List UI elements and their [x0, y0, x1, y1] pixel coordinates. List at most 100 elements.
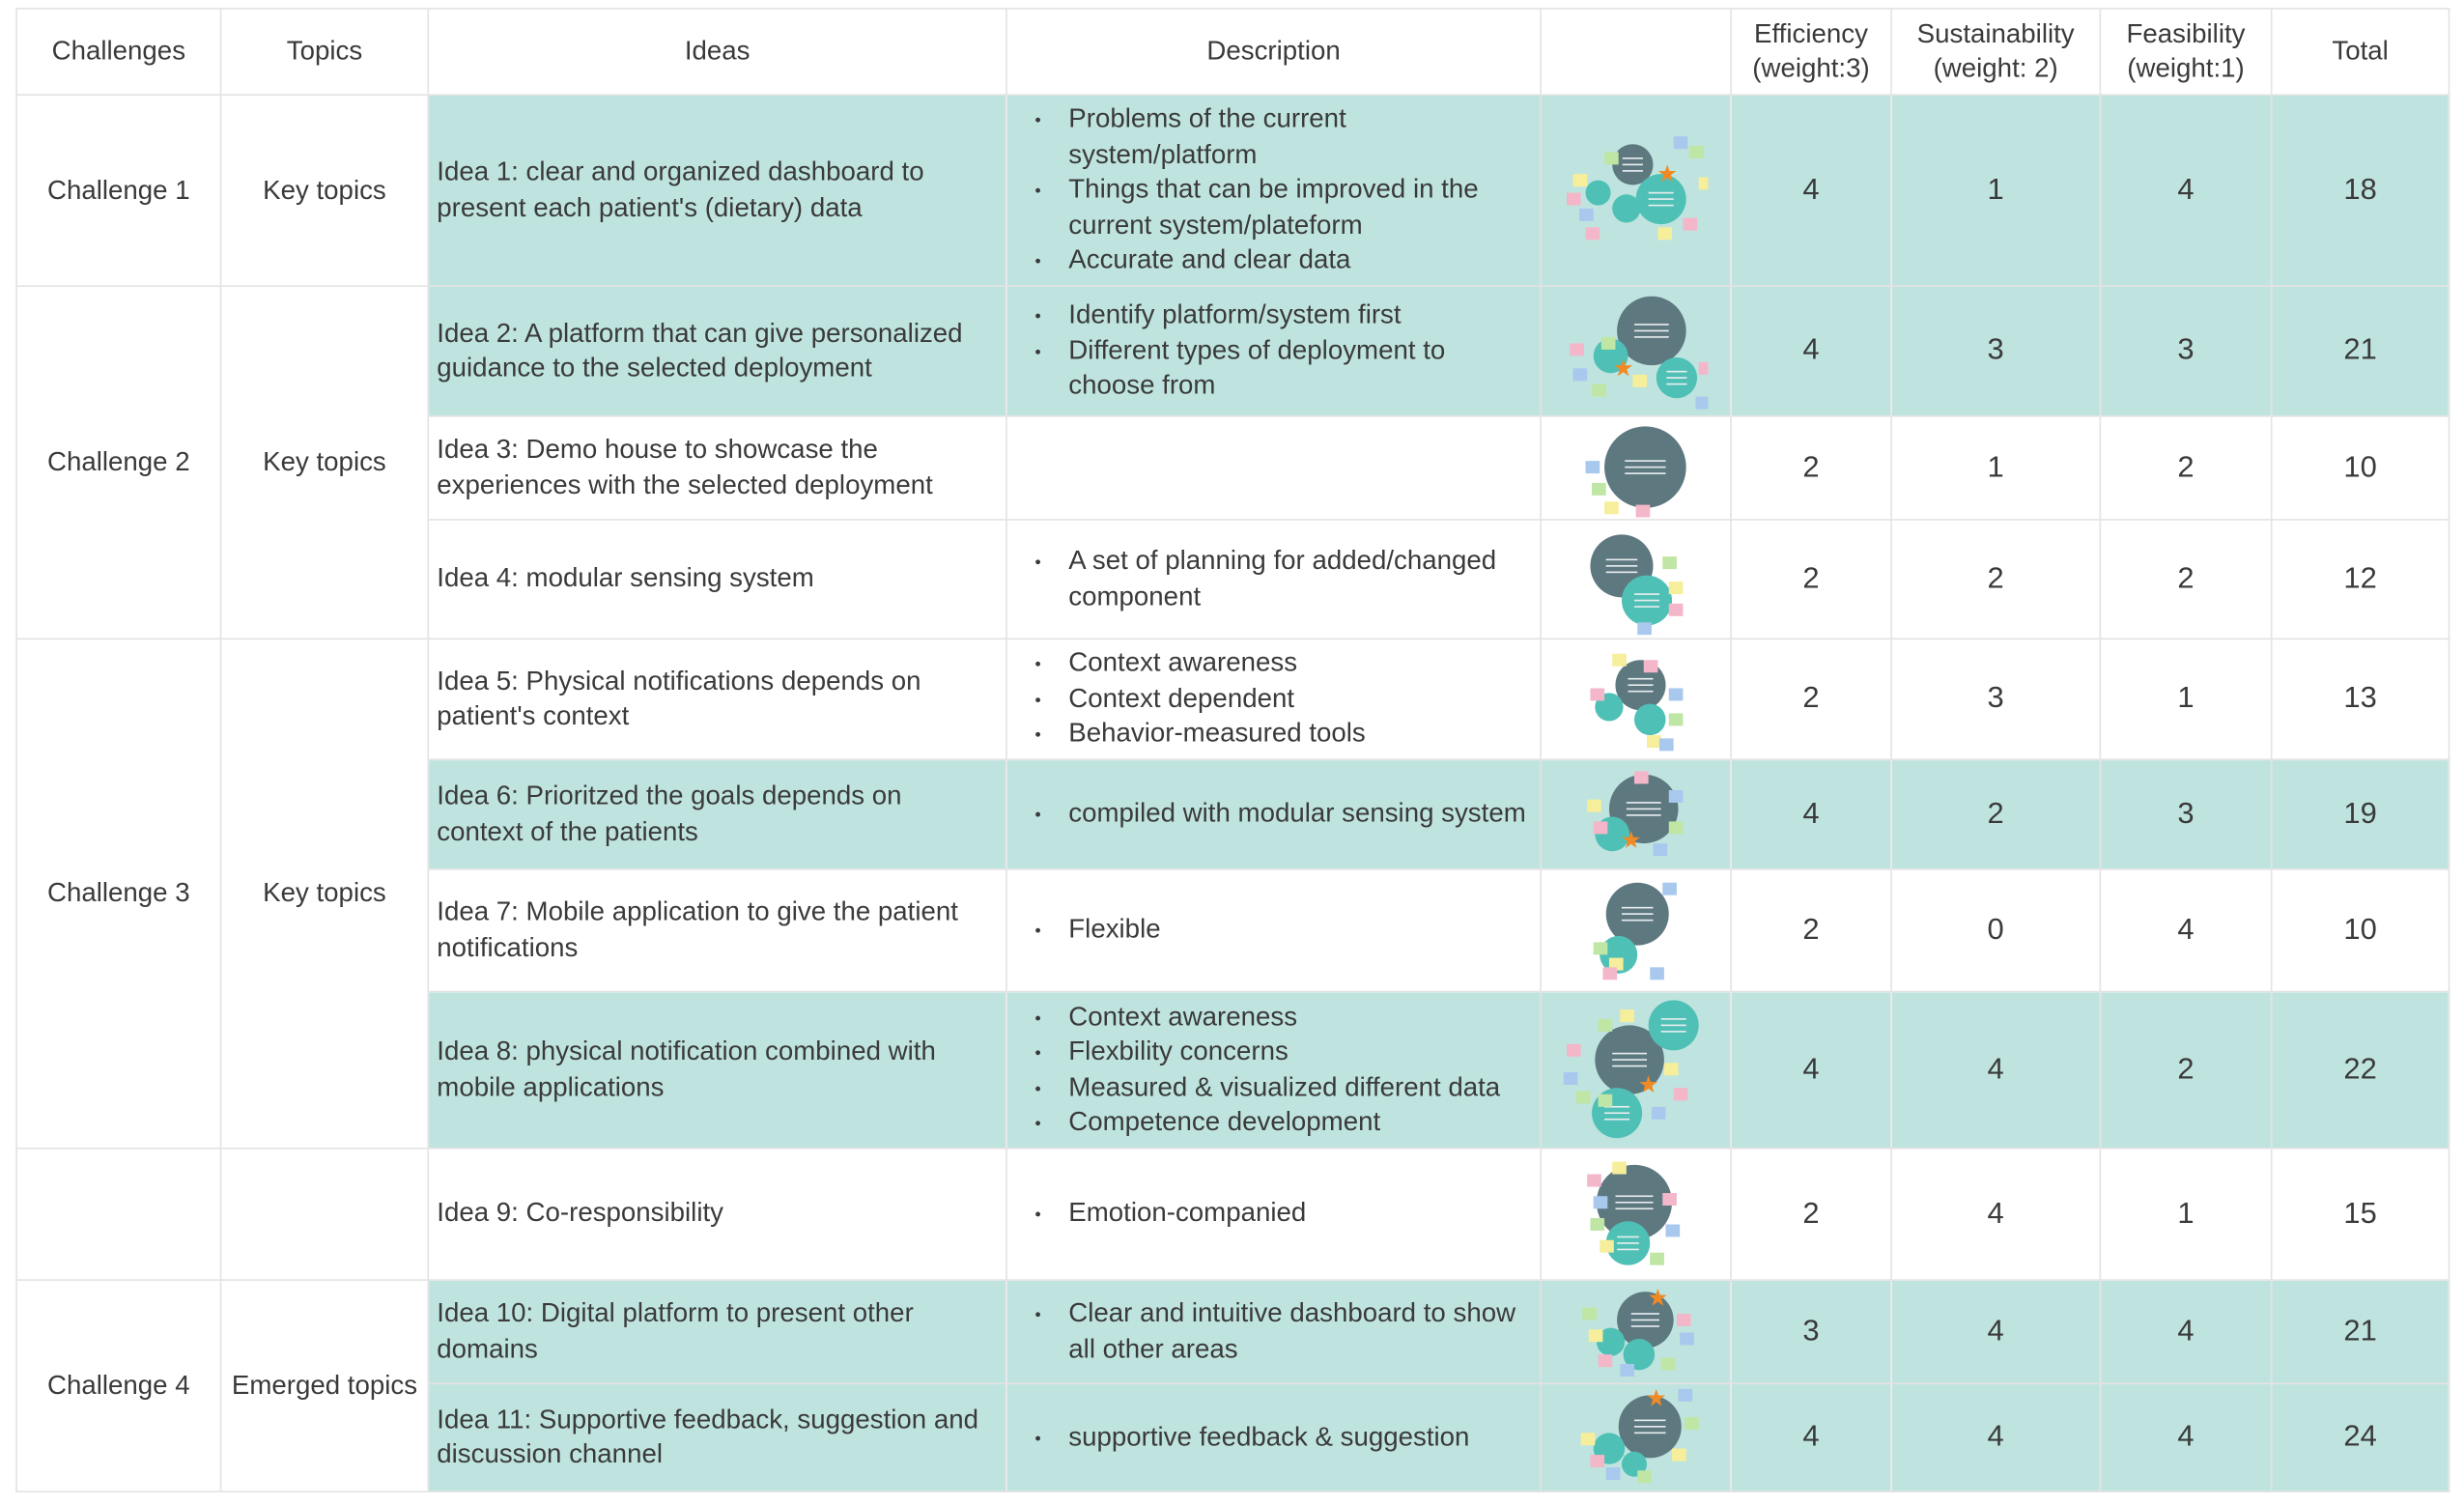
mindmap-text-line [1617, 1247, 1639, 1250]
thumbnail-cell [1540, 519, 1732, 640]
description-cell: Emotion-companied [1005, 1147, 1542, 1281]
challenge-cell: Challenge 1 [15, 94, 222, 287]
mindmap-text-line [1660, 1017, 1686, 1019]
efficiency-score: 2 [1730, 1147, 1892, 1281]
sticky-note [1567, 191, 1581, 205]
header-challenges: Challenges [15, 8, 222, 96]
header-description: Description [1005, 8, 1542, 96]
efficiency-score: 4 [1730, 758, 1892, 870]
description-item: Accurate and clear data [1035, 243, 1530, 279]
sticky-note [1588, 1328, 1603, 1342]
header-row: Challenges Topics Ideas Description Effi… [15, 8, 2450, 96]
sticky-note [1582, 1306, 1597, 1320]
mindmap-bubble [1623, 1338, 1656, 1370]
idea-mindmap-thumbnail [1585, 425, 1686, 517]
table-row: Idea 11: Supportive feedback, suggestion… [16, 1382, 2450, 1493]
mindmap-text-line [1622, 162, 1643, 165]
description-list: Flexible [1020, 913, 1531, 949]
sticky-note [1585, 226, 1600, 240]
idea-cell: Idea 11: Supportive feedback, suggestion… [427, 1382, 1007, 1493]
efficiency-score: 2 [1730, 415, 1892, 521]
sticky-note [1651, 1105, 1666, 1119]
sticky-note [1593, 941, 1608, 954]
sticky-note [1590, 1217, 1605, 1231]
sticky-note [1650, 1251, 1664, 1264]
header-efficiency: Efficiency(weight:3) [1730, 8, 1892, 96]
sticky-note [1695, 396, 1709, 410]
mindmap-text-line [1633, 324, 1669, 326]
sustainability-score: 0 [1890, 868, 2102, 993]
mindmap-text-line [1626, 801, 1661, 803]
total-score: 22 [2270, 990, 2450, 1150]
mindmap-text-line [1628, 677, 1654, 680]
description-item: Context awareness [1035, 646, 1530, 682]
feasibility-score: 1 [2099, 1147, 2273, 1281]
mindmap-text-line [1630, 1324, 1660, 1326]
efficiency-score: 2 [1730, 519, 1892, 640]
mindmap-text-line [1630, 1312, 1660, 1314]
idea-cell: Idea 6: Prioritzed the goals depends on … [427, 758, 1007, 870]
sticky-note [1585, 460, 1600, 473]
table-row: Idea 7: Mobile application to give the p… [16, 868, 2450, 993]
challenge-cell [15, 1147, 222, 1281]
description-item: Emotion-companied [1035, 1197, 1530, 1233]
sticky-note [1592, 482, 1606, 496]
mindmap-text-line [1612, 1051, 1647, 1054]
sustainability-score: 1 [1890, 415, 2102, 521]
sustainability-score: 4 [1890, 1382, 2102, 1493]
sticky-note [1668, 820, 1684, 834]
mindmap-bubble [1585, 179, 1611, 205]
sticky-note [1579, 208, 1594, 221]
topic-cell: Key topics [219, 638, 430, 1150]
sticky-note [1587, 1173, 1601, 1186]
sticky-note [1570, 343, 1584, 356]
description-cell: Clear and intuitive dashboard to show al… [1005, 1279, 1542, 1385]
sticky-note [1632, 374, 1647, 387]
table-row: Idea 3: Demo house to showcase the exper… [16, 415, 2450, 521]
star-icon [1657, 163, 1677, 182]
star-icon [1647, 1388, 1666, 1406]
sticky-note [1672, 1448, 1686, 1462]
sticky-note [1668, 581, 1684, 594]
sticky-note [1660, 1356, 1676, 1370]
description-item: Things that can be improved in the curre… [1035, 173, 1530, 243]
sticky-note [1604, 500, 1619, 514]
feasibility-score: 4 [2099, 868, 2273, 993]
sticky-note [1668, 603, 1684, 615]
topic-cell [219, 1147, 430, 1281]
description-item: A set of planning for added/changed comp… [1035, 544, 1530, 614]
sticky-note [1653, 842, 1668, 856]
sticky-note [1605, 1467, 1621, 1481]
efficiency-score: 4 [1730, 990, 1892, 1150]
total-score: 18 [2270, 94, 2450, 287]
header-sustainability: Sustainability(weight: 2) [1890, 8, 2102, 96]
mindmap-text-line [1660, 1023, 1686, 1026]
efficiency-score: 3 [1730, 1279, 1892, 1385]
mindmap-text-line [1617, 1235, 1639, 1237]
sustainability-score: 3 [1890, 638, 2102, 761]
idea-cell: Idea 3: Demo house to showcase the exper… [427, 415, 1007, 521]
challenge-cell: Challenge 4 [15, 1279, 222, 1493]
feasibility-score: 3 [2099, 758, 2273, 870]
description-item: Measured & visualized different data [1035, 1070, 1530, 1106]
sticky-note [1646, 735, 1661, 749]
feasibility-score: 4 [2099, 94, 2273, 287]
feasibility-score: 2 [2099, 415, 2273, 521]
thumbnail-cell [1540, 94, 1732, 287]
sticky-note [1688, 145, 1704, 158]
sustainability-score: 4 [1890, 990, 2102, 1150]
idea-cell: Idea 7: Mobile application to give the p… [427, 868, 1007, 993]
description-cell: A set of planning for added/changed comp… [1005, 519, 1542, 640]
mindmap-text-line [1605, 570, 1638, 573]
idea-cell: Idea 9: Co-responsibility [427, 1147, 1007, 1281]
sticky-note [1662, 1192, 1677, 1206]
mindmap-text-line [1621, 919, 1654, 921]
header-feasibility-weight: (weight:1) [2127, 53, 2245, 84]
idea-cell: Idea 2: A platform that can give persona… [427, 285, 1007, 417]
